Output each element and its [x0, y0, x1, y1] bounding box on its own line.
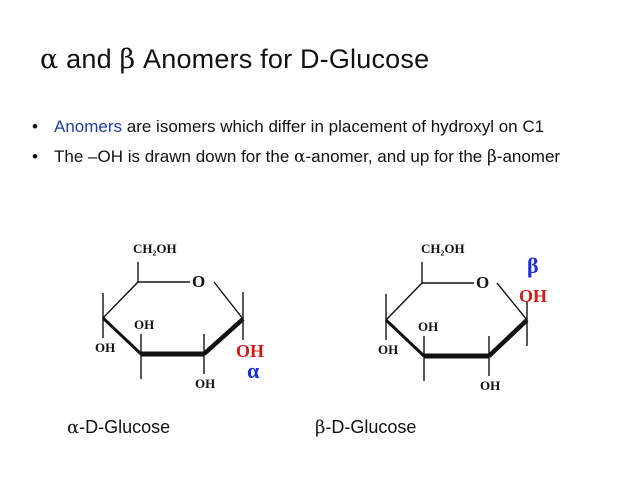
beta-anomer-symbol: β: [527, 253, 539, 278]
title-and-text: and: [58, 44, 120, 74]
beta-bond-o-c1: [496, 282, 528, 321]
bullet-2-text-2: -anomer, and up for the: [305, 147, 487, 166]
title-rest: Anomers for D-Glucose: [135, 44, 430, 74]
beta-oh-c3-label: OH: [418, 319, 438, 334]
beta-oh-anomeric-label: OH: [519, 286, 547, 306]
beta-ch2oh-label: CH₂OH: [421, 241, 465, 256]
beta-caption-symbol: β: [315, 417, 326, 438]
alpha-caption-symbol: α: [67, 417, 80, 438]
alpha-ring-oxygen-label: O: [192, 272, 205, 291]
beta-oh-c2-label: OH: [480, 378, 500, 393]
beta-caption-label: -D-Glucose: [325, 417, 417, 437]
bullet-list: • Anomers are isomers which differ in pl…: [32, 114, 612, 174]
bullet-1-text: are isomers which differ in placement of…: [122, 117, 545, 136]
alpha-caption: α-D-Glucose: [67, 417, 170, 438]
alpha-oh-c4-label: OH: [95, 340, 115, 355]
bullet-1-highlight: Anomers: [54, 117, 123, 136]
beta-bond-c1-c2: [487, 318, 529, 358]
bullet-2-alpha-symbol: α: [294, 147, 306, 167]
alpha-bond-o-c1: [213, 281, 244, 320]
slide-title: α and β Anomers for D-Glucose: [40, 44, 429, 75]
bullet-marker: •: [32, 117, 38, 136]
alpha-oh-c2-label: OH: [195, 376, 215, 391]
alpha-oh-anomeric-label: OH: [236, 341, 264, 361]
title-alpha-symbol: α: [40, 44, 59, 75]
beta-oh-c4-label: OH: [378, 342, 398, 357]
bullet-item-1: • Anomers are isomers which differ in pl…: [32, 114, 612, 140]
bullet-marker: •: [32, 147, 38, 166]
alpha-bond-c3-c4: [101, 316, 143, 356]
bullet-2-text-3: -anomer: [496, 147, 561, 166]
alpha-glucose-structure: [101, 262, 245, 379]
alpha-oh-c3-label: OH: [134, 317, 154, 332]
beta-glucose-structure: [384, 262, 529, 381]
bullet-2-beta-symbol: β: [486, 147, 497, 167]
alpha-caption-label: -D-Glucose: [79, 417, 171, 437]
alpha-ch2oh-label: CH₂OH: [133, 241, 177, 256]
beta-bond-c3-c4: [384, 318, 426, 358]
bullet-2-text-1: The –OH is drawn down for the: [54, 147, 295, 166]
beta-ring-oxygen-label: O: [476, 273, 489, 292]
alpha-bond-c1-c2: [202, 317, 245, 356]
beta-caption: β-D-Glucose: [315, 417, 416, 438]
beta-bond-c4-c5: [385, 282, 423, 321]
alpha-bond-c4-c5: [102, 281, 139, 319]
alpha-anomer-symbol: α: [247, 358, 260, 383]
bullet-item-2: • The –OH is drawn down for the α-anomer…: [32, 144, 612, 170]
title-beta-symbol: β: [119, 44, 136, 75]
